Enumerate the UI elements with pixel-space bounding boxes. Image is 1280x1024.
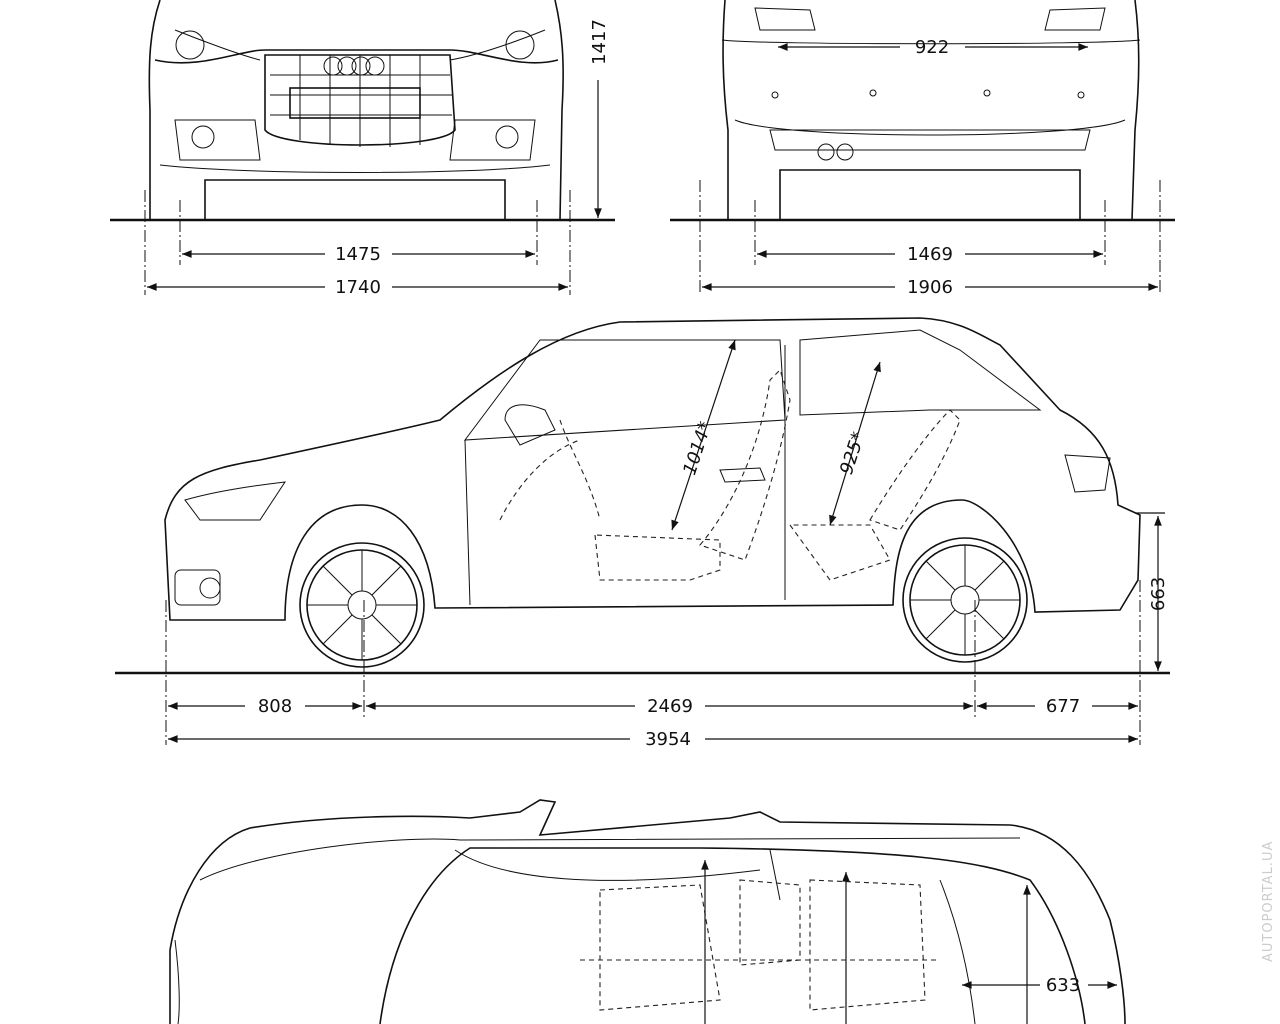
rear-track-label: 1469 — [907, 244, 953, 265]
trunk-label: 633 — [1046, 975, 1080, 996]
length-label: 3954 — [645, 729, 691, 750]
front-headroom-label: 1014* — [679, 419, 716, 478]
rear-headroom-label: 925* — [836, 429, 869, 477]
grille — [270, 55, 452, 147]
audi-rings-logo — [323, 56, 385, 76]
rear-height-label: 663 — [1148, 577, 1169, 611]
height-label: 1417 — [589, 19, 610, 65]
top-view — [169, 799, 1126, 1024]
watermark: AUTOPORTAL.UA — [1261, 841, 1276, 962]
rear-lights-label: 922 — [915, 37, 949, 58]
front-view — [110, 0, 615, 222]
rear-wheel — [902, 537, 1028, 663]
rear-overhang-label: 677 — [1046, 696, 1080, 717]
wheelbase-label: 2469 — [647, 696, 693, 717]
side-view — [115, 317, 1170, 675]
front-overhang-label: 808 — [258, 696, 292, 717]
front-wheel — [299, 542, 425, 668]
front-width-label: 1740 — [335, 277, 381, 298]
rear-width-label: 1906 — [907, 277, 953, 298]
rear-view — [670, 0, 1175, 222]
front-track-label: 1475 — [335, 244, 381, 265]
